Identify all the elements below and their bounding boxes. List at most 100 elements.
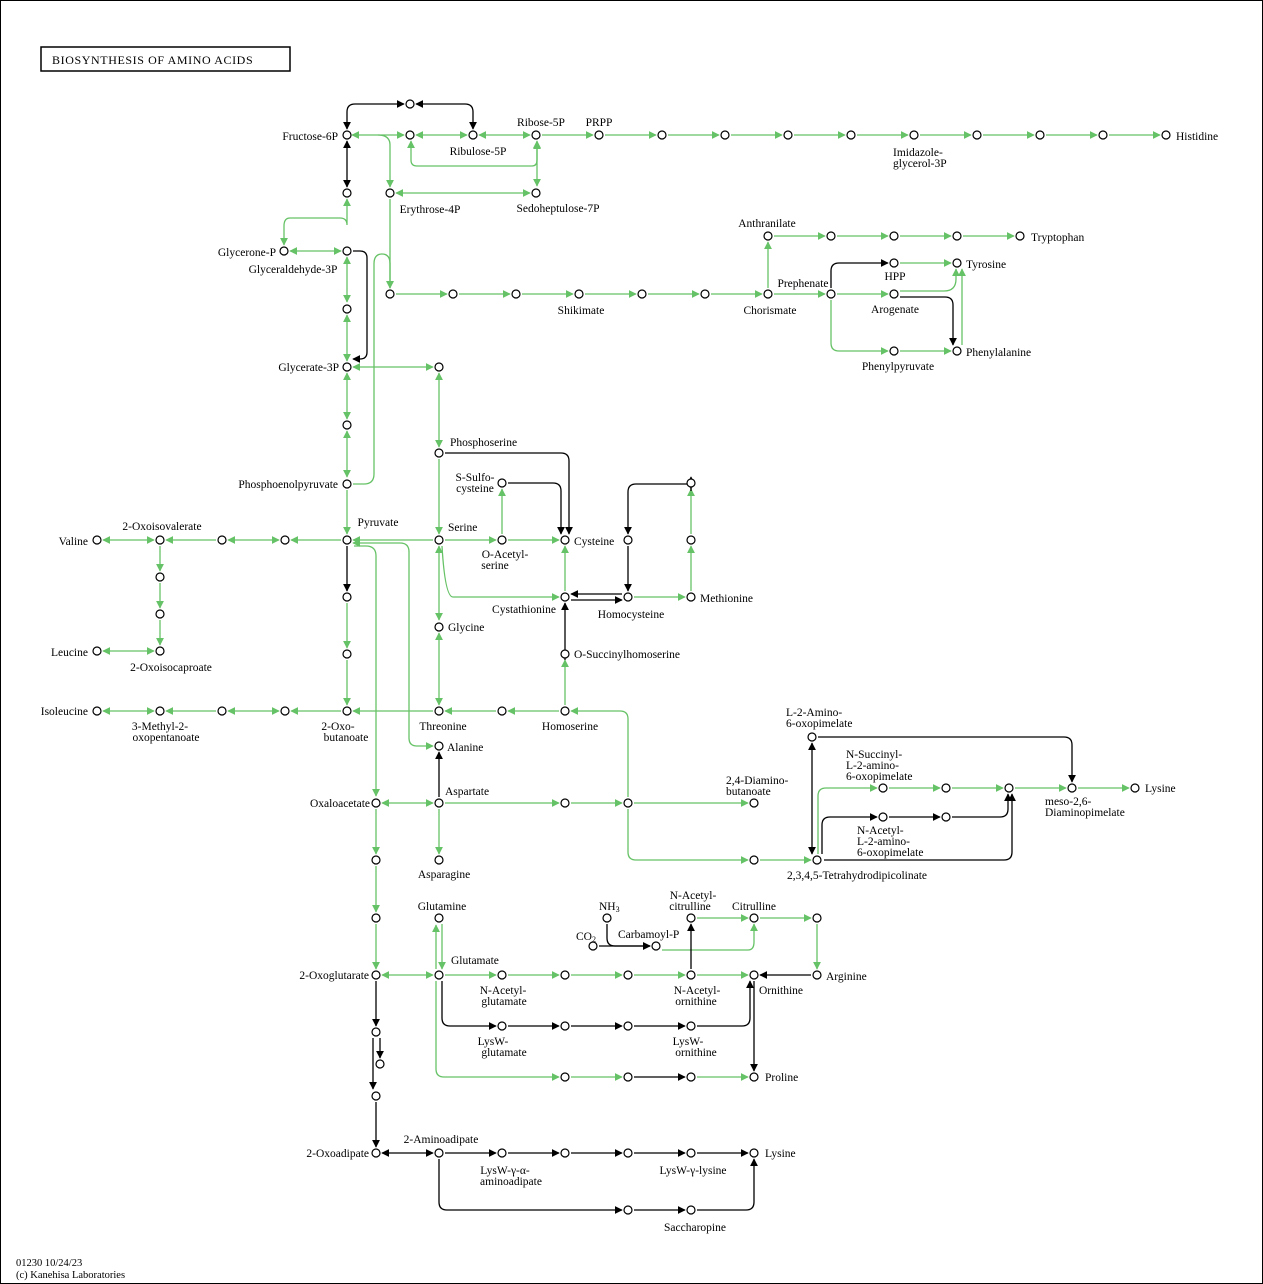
compound-node[interactable] [560, 1072, 570, 1082]
compound-node[interactable] [497, 1148, 507, 1158]
label-diaminobutanoate-line1[interactable]: 2,4-Diamino- [726, 775, 788, 787]
compound-node[interactable] [92, 706, 102, 716]
compound-node[interactable] [342, 420, 352, 430]
compound-node[interactable] [497, 706, 507, 716]
label-aspartate[interactable]: Aspartate [445, 786, 489, 798]
label-valine[interactable]: Valine [59, 536, 88, 548]
label-glutamate[interactable]: Glutamate [451, 955, 499, 967]
compound-node[interactable] [531, 130, 541, 140]
compound-node[interactable] [560, 798, 570, 808]
compound-node[interactable] [468, 130, 478, 140]
compound-node[interactable] [763, 231, 773, 241]
compound-node[interactable] [280, 535, 290, 545]
label-citrulline[interactable]: Citrulline [732, 901, 776, 913]
compound-node[interactable] [280, 706, 290, 716]
label-ornithine[interactable]: Ornithine [759, 985, 803, 997]
compound-node[interactable] [826, 231, 836, 241]
compound-node[interactable] [623, 1205, 633, 1215]
label-threonine[interactable]: Threonine [419, 721, 466, 733]
label-alanine[interactable]: Alanine [447, 742, 483, 754]
label-shikimate[interactable]: Shikimate [558, 305, 605, 317]
label-nacetylornithine-line2[interactable]: ornithine [675, 996, 717, 1008]
compound-node[interactable] [155, 609, 165, 619]
label-diaminobutanoate-line2[interactable]: butanoate [726, 786, 771, 798]
compound-node[interactable] [1098, 130, 1108, 140]
compound-node[interactable] [385, 188, 395, 198]
label-phosphoserine[interactable]: Phosphoserine [450, 437, 517, 449]
compound-node[interactable] [342, 592, 352, 602]
compound-node[interactable] [749, 970, 759, 980]
compound-node[interactable] [651, 941, 661, 951]
label-lyswglutamate-line1[interactable]: LysW- [478, 1036, 509, 1048]
compound-node[interactable] [1161, 130, 1171, 140]
label-carbamoylp[interactable]: Carbamoyl-P [618, 929, 679, 941]
compound-node[interactable] [560, 1021, 570, 1031]
compound-node[interactable] [560, 535, 570, 545]
compound-node[interactable] [686, 970, 696, 980]
label-leucine[interactable]: Leucine [51, 647, 88, 659]
compound-node[interactable] [1035, 130, 1045, 140]
label-arginine[interactable]: Arginine [826, 971, 867, 983]
label-glyceroneP[interactable]: Glycerone-P [218, 247, 276, 259]
compound-node[interactable] [342, 362, 352, 372]
label-oxoadipate[interactable]: 2-Oxoadipate [306, 1148, 369, 1160]
compound-node[interactable] [623, 535, 633, 545]
label-histidine[interactable]: Histidine [1176, 131, 1218, 143]
compound-node[interactable] [686, 913, 696, 923]
compound-node[interactable] [434, 798, 444, 808]
compound-node[interactable] [909, 130, 919, 140]
compound-node[interactable] [342, 535, 352, 545]
compound-node[interactable] [594, 130, 604, 140]
compound-node[interactable] [342, 479, 352, 489]
compound-node[interactable] [155, 572, 165, 582]
label-proline[interactable]: Proline [765, 1072, 798, 1084]
compound-node[interactable] [812, 855, 822, 865]
label-nacetyl-line2[interactable]: L-2-amino- [857, 836, 910, 848]
label-oxobutanoate-line2[interactable]: butanoate [324, 732, 369, 744]
compound-node[interactable] [623, 1148, 633, 1158]
compound-node[interactable] [1130, 783, 1140, 793]
compound-node[interactable] [686, 1148, 696, 1158]
label-phosphoenolpyruvate[interactable]: Phosphoenolpyruvate [238, 479, 338, 491]
compound-node[interactable] [720, 130, 730, 140]
label-oacetylserine-line2[interactable]: serine [481, 560, 508, 572]
compound-node[interactable] [560, 1148, 570, 1158]
compound-node[interactable] [155, 706, 165, 716]
label-tetrahydrodipicolinate[interactable]: 2,3,4,5-Tetrahydrodipicolinate [787, 870, 927, 882]
label-hpp[interactable]: HPP [884, 271, 905, 283]
label-chorismate[interactable]: Chorismate [743, 305, 796, 317]
compound-node[interactable] [342, 246, 352, 256]
label-asparagine[interactable]: Asparagine [418, 869, 470, 881]
label-ribose5p[interactable]: Ribose-5P [517, 117, 565, 129]
label-tryptophan[interactable]: Tryptophan [1031, 232, 1084, 244]
compound-node[interactable] [434, 362, 444, 372]
label-mesodap-line1[interactable]: meso-2,6- [1045, 796, 1091, 808]
label-phenylpyruvate[interactable]: Phenylpyruvate [862, 361, 934, 373]
compound-node[interactable] [749, 1072, 759, 1082]
compound-node[interactable] [686, 1205, 696, 1215]
compound-node[interactable] [531, 188, 541, 198]
label-nacetylcitrulline-line1[interactable]: N-Acetyl- [670, 890, 717, 902]
label-isoleucine[interactable]: Isoleucine [41, 706, 88, 718]
label-lyswglutamate-line2[interactable]: glutamate [481, 1047, 526, 1059]
label-osuccinylhomoserine[interactable]: O-Succinylhomoserine [574, 649, 680, 661]
compound-node[interactable] [602, 913, 612, 923]
label-nacetylglutamate-line1[interactable]: N-Acetyl- [480, 985, 527, 997]
label-nacetylcitrulline-line2[interactable]: citrulline [669, 901, 711, 913]
label-prpp[interactable]: PRPP [586, 117, 613, 129]
compound-node[interactable] [560, 592, 570, 602]
compound-node[interactable] [371, 970, 381, 980]
label-nacetylglutamate-line2[interactable]: glutamate [481, 996, 526, 1008]
label-l2amino-line2[interactable]: 6-oxopimelate [786, 718, 852, 730]
compound-node[interactable] [92, 535, 102, 545]
compound-node[interactable] [700, 289, 710, 299]
label-fructose6p[interactable]: Fructose-6P [282, 131, 338, 143]
label-nh3[interactable]: NH3 [599, 901, 620, 914]
compound-node[interactable] [623, 1021, 633, 1031]
label-erythrose4p[interactable]: Erythrose-4P [400, 204, 461, 216]
label-l2amino-line1[interactable]: L-2-Amino- [786, 707, 842, 719]
label-methyloxopentanoate-line2[interactable]: oxopentanoate [132, 732, 199, 744]
compound-node[interactable] [1015, 231, 1025, 241]
label-anthranilate[interactable]: Anthranilate [738, 218, 795, 230]
compound-node[interactable] [155, 646, 165, 656]
